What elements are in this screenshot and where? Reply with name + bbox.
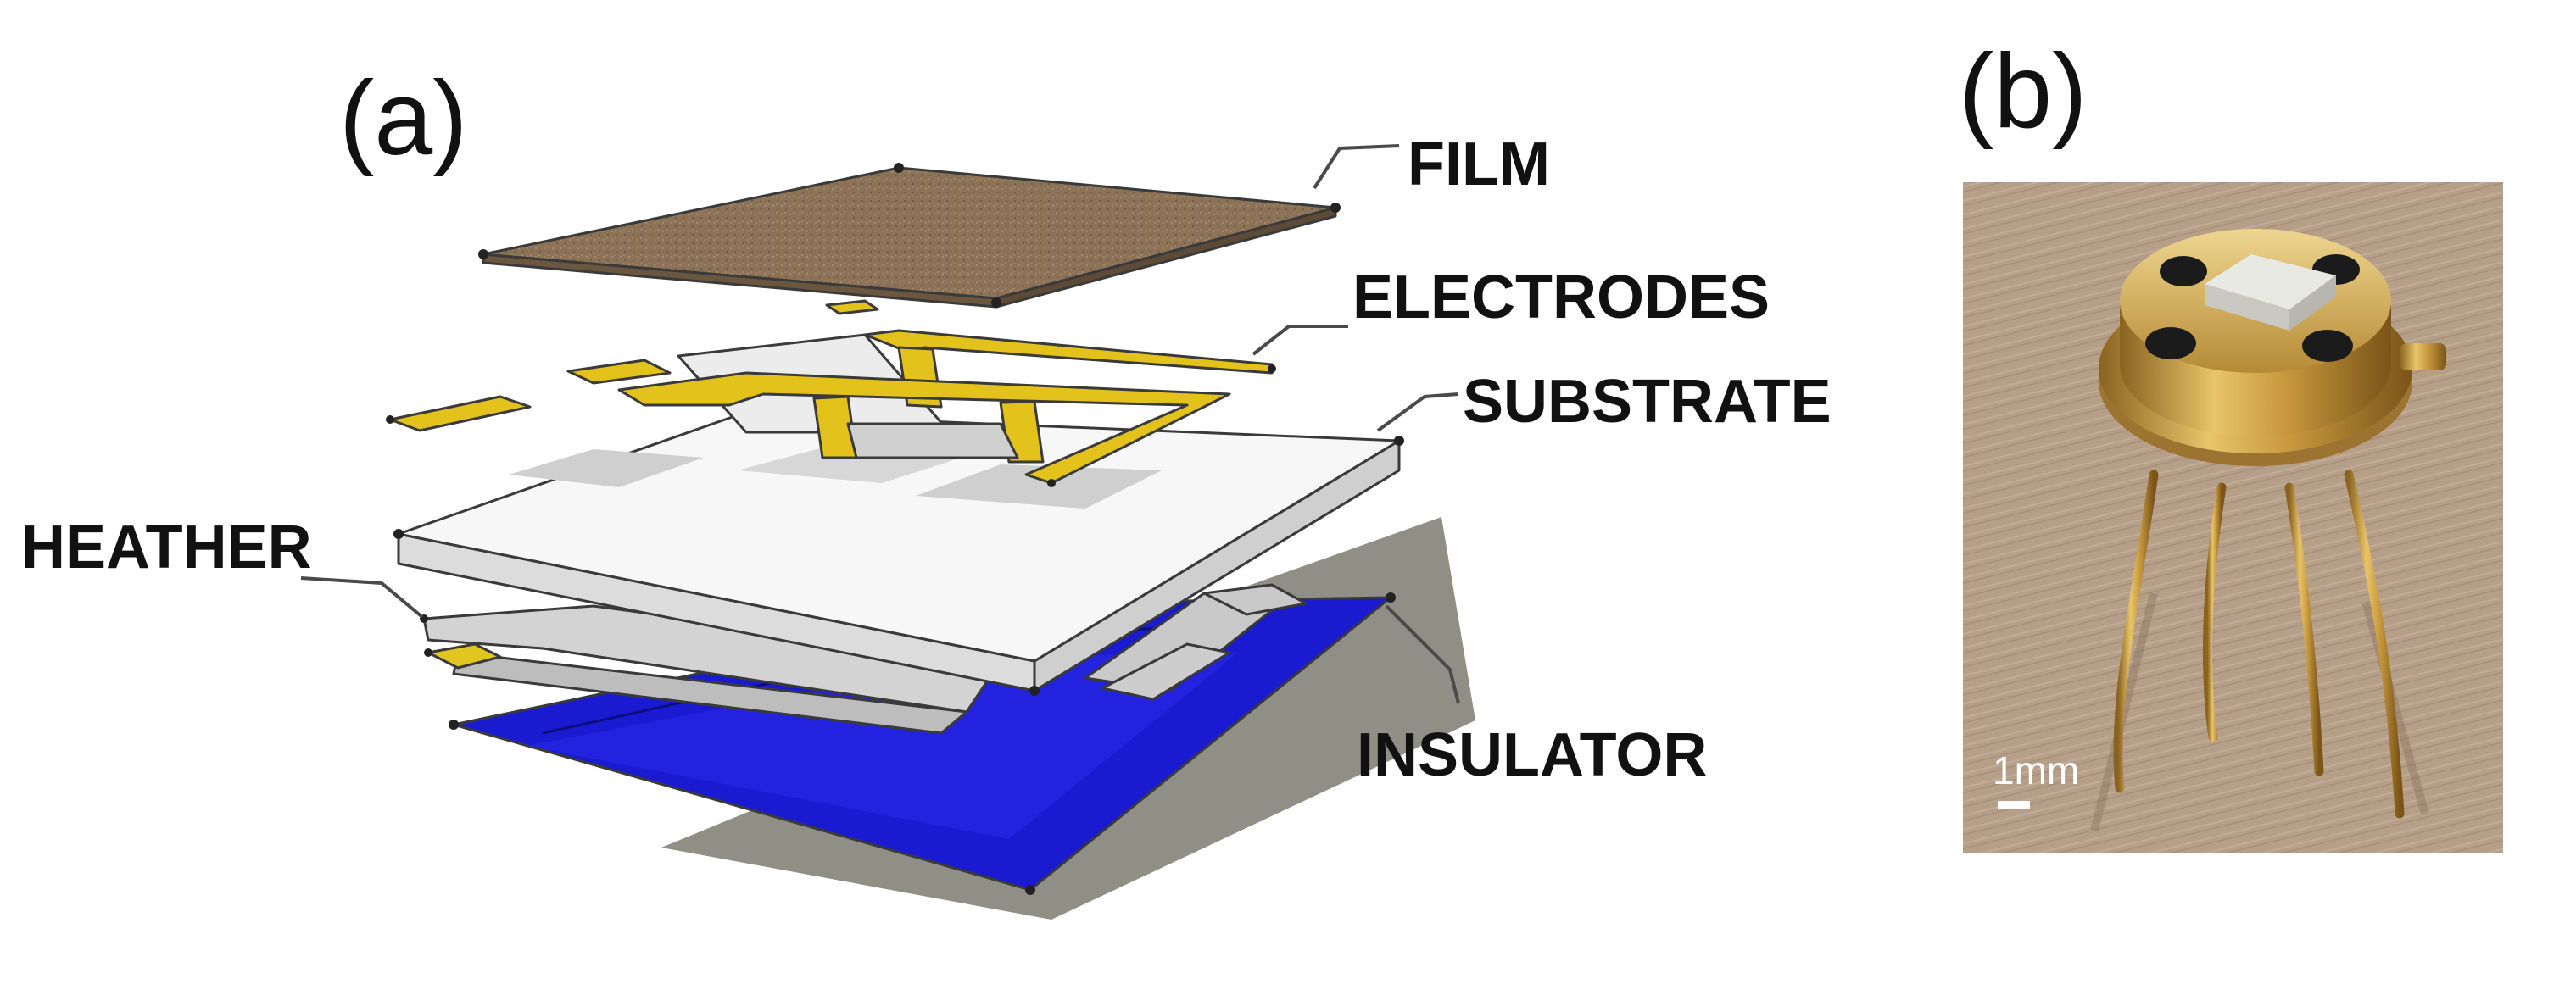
substrate-corner-dot [393,529,404,539]
film-corner-dot [1330,203,1341,213]
bond-hole [2145,327,2196,359]
sensor-tab [2400,343,2446,370]
sensor-leg [2344,470,2405,819]
sensor-legs [2113,470,2405,819]
panel-b: (b) [1959,33,2503,853]
film-corner-dot [991,297,1001,308]
bond-hole [2160,256,2207,286]
insulator-corner-dot [1025,885,1035,895]
film-corner-dot [894,163,904,173]
electrode-comb-lower [617,371,1231,485]
heater-callout: HEATHER [21,514,312,581]
heater-contact-pad [427,642,502,670]
film-callout: FILM [1408,131,1550,198]
heater-leader-line [300,576,424,619]
substrate-window [916,464,1162,509]
substrate-corner-dot [1394,436,1404,446]
sensor-leg [2113,470,2159,793]
electrode-contact-pad [566,359,672,385]
heater-layer [420,583,1308,735]
electrode-gap [846,422,1019,459]
substrate-window [509,449,704,487]
sensor-photo: 1mm [1963,182,2503,853]
heater-corner-dot [424,648,432,657]
bond-hole [2302,330,2353,362]
electrodes-leader-line [1252,325,1348,356]
scale-bar-label: 1mm [1993,748,2079,792]
electrodes-callout: ELECTRODES [1352,264,1770,331]
scale-bar [1998,801,2030,809]
insulator-corner-dot [1386,592,1396,603]
electrodes-layer [386,299,1276,487]
electrode-contact-pad [388,395,532,432]
film-leader-line [1313,144,1400,190]
electrode-corner-dot [1268,364,1276,373]
film-corner-dot [478,249,488,259]
substrate-corner-dot [1029,686,1040,696]
electrode-contact-pad [825,299,879,315]
electrode-corner-dot [386,415,394,424]
substrate-callout: SUBSTRATE [1463,368,1832,436]
sensor-chip [2205,254,2336,309]
insulator-callout: INSULATOR [1357,721,1707,789]
insulator-leader-line [1385,604,1460,704]
electrode-corner-dot [1047,479,1056,487]
panel-a-label: (a) [339,60,468,177]
insulator-corner-dot [449,720,459,730]
panel-b-label: (b) [1959,33,2088,150]
sensor-leg [2202,482,2227,742]
substrate-layer [393,412,1404,696]
panel-a: (a) [21,60,1832,920]
sensor-leg [2284,482,2324,776]
film-layer [478,163,1341,309]
substrate-leader-line [1376,392,1459,432]
